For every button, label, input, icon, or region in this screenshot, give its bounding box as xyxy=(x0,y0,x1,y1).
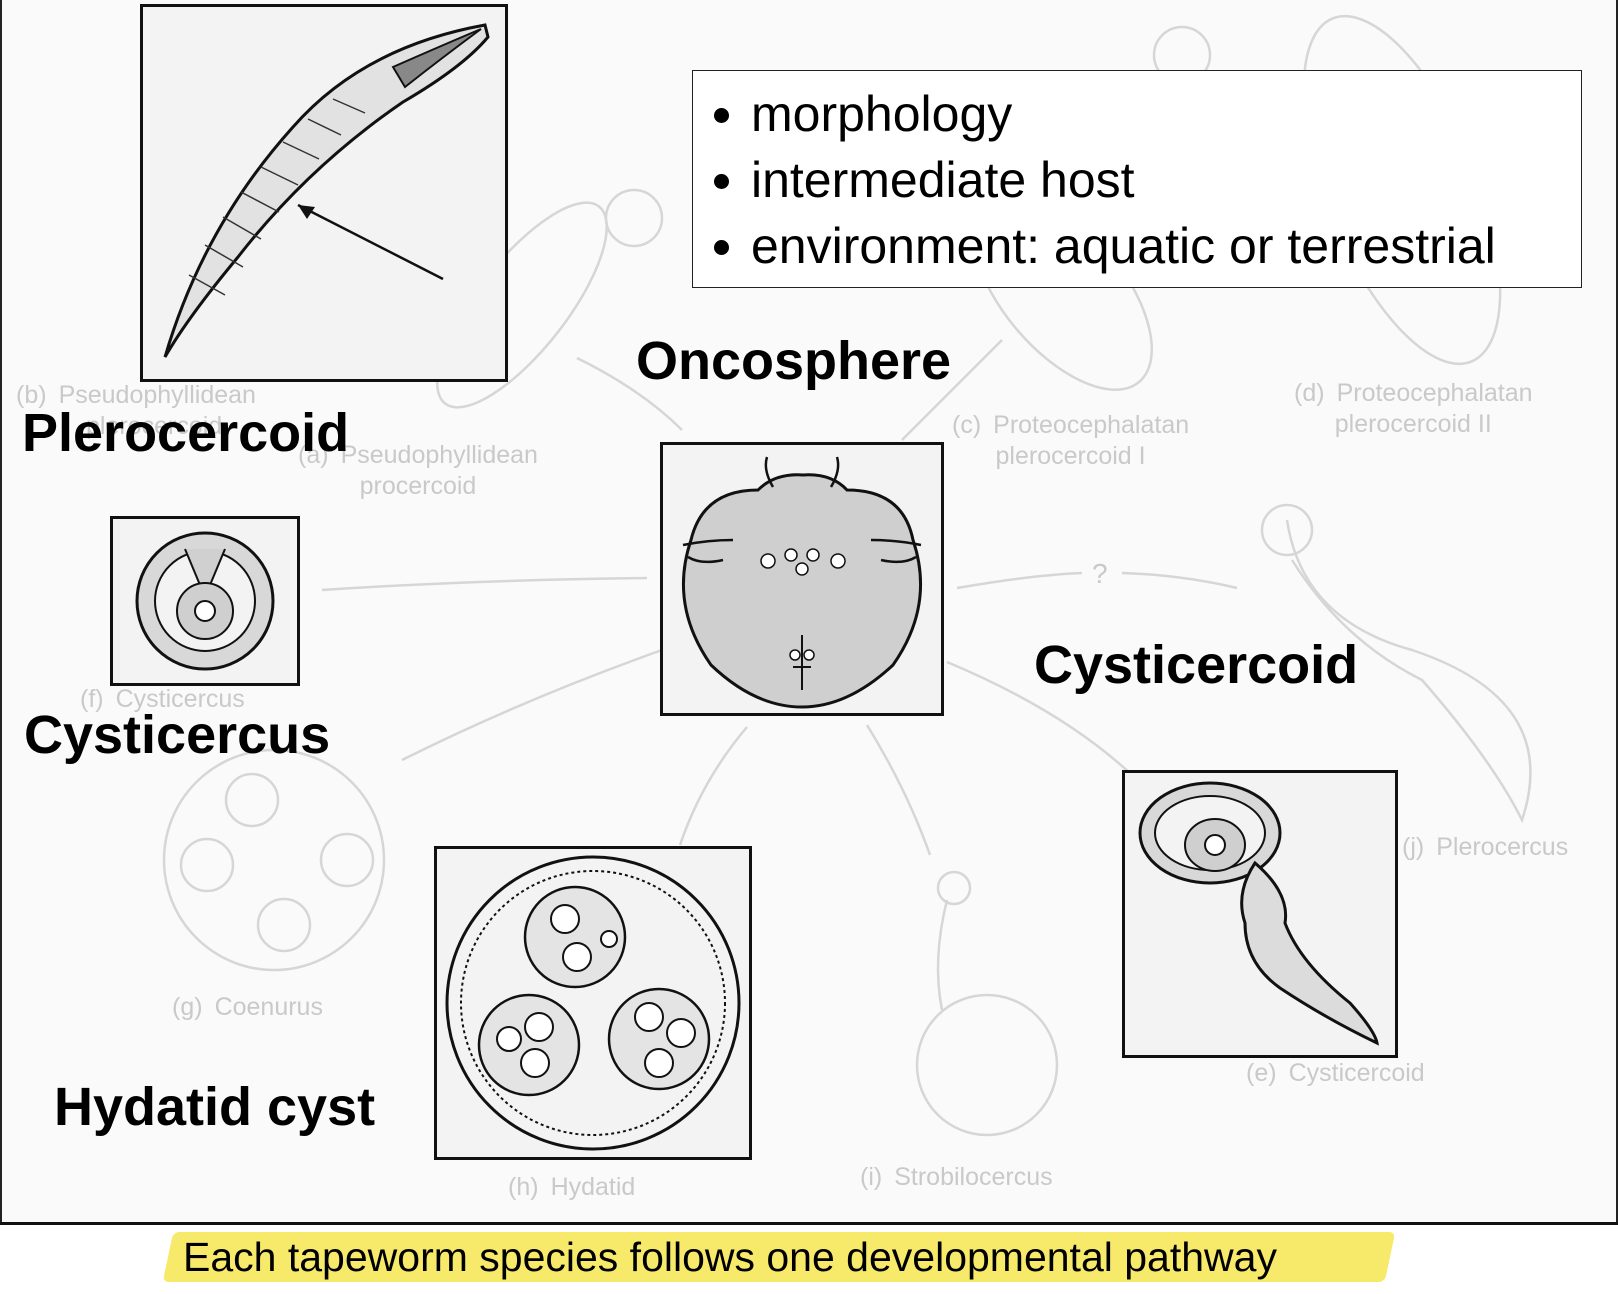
label-line2: plerocercoid xyxy=(86,412,223,440)
arrow-to-coenurus xyxy=(401,648,663,762)
label-letter: (h) xyxy=(508,1173,539,1201)
label-line1: Proteocephalatan xyxy=(1336,379,1533,407)
figure-label-d: (d) Proteocephalatan plerocercoid II xyxy=(1294,378,1533,440)
label-cysticercus: Cysticercus xyxy=(24,705,331,765)
label-name: Coenurus xyxy=(214,993,323,1021)
figure-label-i: (i) Strobilocercus xyxy=(860,1162,1053,1193)
caption-bar: Each tapeworm species follows one develo… xyxy=(0,1232,1618,1282)
criteria-box: morphology intermediate host environment… xyxy=(692,70,1582,288)
hydatid-illustration xyxy=(434,846,752,1160)
label-oncosphere: Oncosphere xyxy=(636,331,952,391)
diagram-canvas: (b) Pseudophyllidean plerocercoid (a) Pseu… xyxy=(0,0,1618,1222)
label-name: Cysticercus xyxy=(115,685,245,713)
oncosphere-illustration xyxy=(660,442,944,716)
label-letter: (i) xyxy=(860,1163,883,1191)
label-letter: (e) xyxy=(1246,1059,1277,1087)
cysticercus-drawing xyxy=(135,531,275,671)
arrow-to-plerocercus-right xyxy=(1121,571,1238,590)
label-line2: plerocercoid I xyxy=(995,442,1146,470)
plerocercoid-drawing xyxy=(163,23,490,358)
criteria-item-environment: environment: aquatic or terrestrial xyxy=(751,213,1581,279)
faint-strobilocercus xyxy=(936,899,949,1011)
label-line2: procercoid xyxy=(359,472,477,500)
cysticercoid-drawing xyxy=(1138,781,1379,1046)
figure-label-g: (g) Coenurus xyxy=(172,992,323,1023)
label-line1: Proteocephalatan xyxy=(993,411,1190,439)
criteria-item-morphology: morphology xyxy=(751,81,1581,147)
hydatid-drawing xyxy=(445,855,741,1151)
plerocercoid-illustration xyxy=(140,4,508,382)
arrow-to-procercoid xyxy=(576,356,683,431)
arrow-to-hydatid xyxy=(678,726,748,846)
figure-label-a: (a) Pseudophyllidean procercoid xyxy=(298,440,538,502)
arrow-to-plerocercoid-I xyxy=(901,339,1003,441)
label-letter: (f) xyxy=(80,685,104,713)
label-name: Cysticercoid xyxy=(1288,1059,1425,1087)
label-letter: (a) xyxy=(298,441,329,469)
label-letter: (b) xyxy=(16,381,47,409)
label-letter: (d) xyxy=(1294,379,1325,407)
figure-label-f: (f) Cysticercus xyxy=(80,684,245,715)
figure-label-e: (e) Cysticercoid xyxy=(1246,1058,1425,1089)
figure-label-j: (j) Plerocercus xyxy=(1402,832,1568,863)
arrow-to-cysticercoid xyxy=(946,660,1133,776)
label-hydatid-cyst: Hydatid cyst xyxy=(54,1077,376,1137)
label-letter: (j) xyxy=(1402,833,1425,861)
faint-coenurus xyxy=(162,748,386,972)
criteria-list: morphology intermediate host environment… xyxy=(711,81,1581,279)
label-name: Strobilocercus xyxy=(894,1163,1053,1191)
faint-plerocercus xyxy=(1285,519,1532,824)
label-name: Hydatid xyxy=(550,1173,636,1201)
cysticercoid-illustration xyxy=(1122,770,1398,1058)
label-cysticercoid: Cysticercoid xyxy=(1034,635,1359,695)
figure-label-h: (h) Hydatid xyxy=(508,1172,635,1203)
cysticercus-illustration xyxy=(110,516,300,686)
label-line1: Pseudophyllidean xyxy=(58,381,256,409)
figure-label-c: (c) Proteocephalatan plerocercoid I xyxy=(952,410,1189,472)
label-line1: Pseudophyllidean xyxy=(340,441,538,469)
arrow-to-cysticercus xyxy=(321,576,648,592)
divider-line xyxy=(0,1222,1618,1225)
label-letter: (c) xyxy=(952,411,982,439)
label-letter: (g) xyxy=(172,993,203,1021)
arrow-to-strobilocercus xyxy=(865,724,932,856)
arrow-to-plerocercus-left xyxy=(956,571,1083,590)
oncosphere-drawing xyxy=(681,456,923,709)
label-line2: plerocercoid II xyxy=(1334,410,1492,438)
caption-text: Each tapeworm species follows one develo… xyxy=(183,1234,1277,1280)
label-name: Plerocercus xyxy=(1436,833,1569,861)
label-plerocercoid: Plerocercoid xyxy=(22,403,350,463)
figure-label-b: (b) Pseudophyllidean plerocercoid xyxy=(16,380,256,442)
unknown-pathway-mark: ? xyxy=(1092,558,1108,589)
criteria-item-intermediate-host: intermediate host xyxy=(751,147,1581,213)
